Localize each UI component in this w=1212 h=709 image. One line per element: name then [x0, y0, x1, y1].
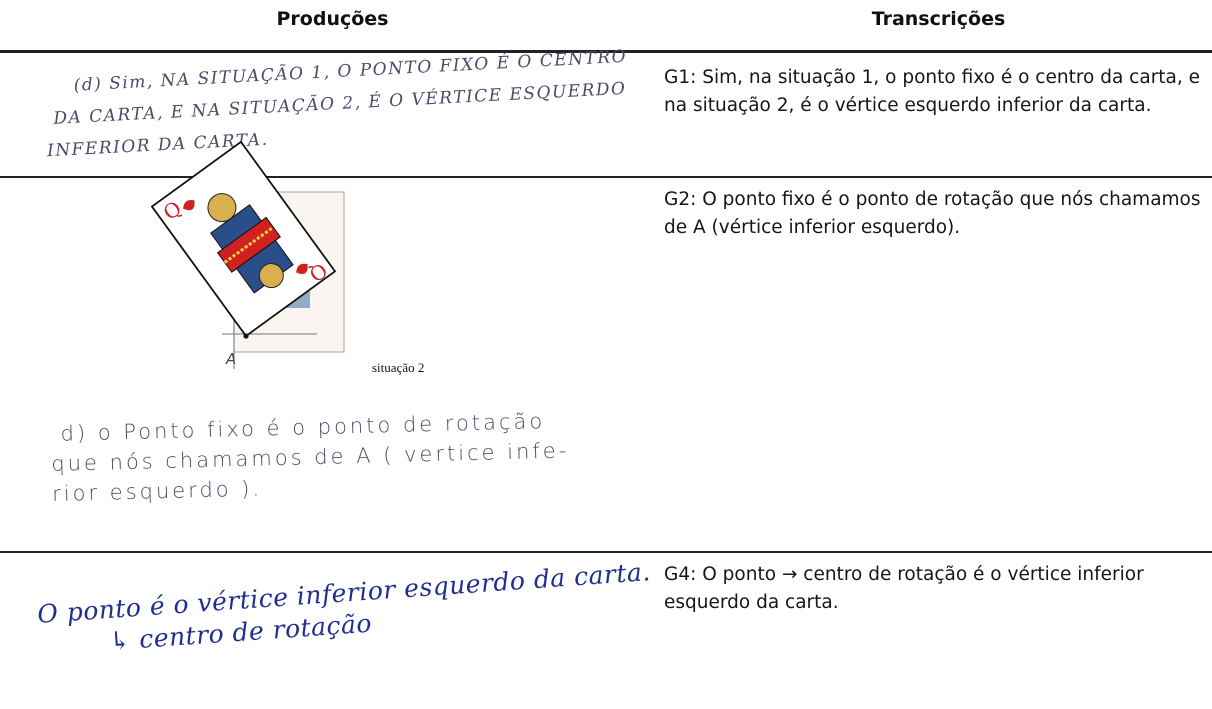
production-g2-handwriting: d) o Ponto fixo é o ponto de rotação que… [50, 396, 653, 522]
point-label-a: A [225, 350, 236, 368]
transcription-g1: G1: Sim, na situação 1, o ponto fixo é o… [664, 67, 1201, 116]
row-divider-2 [0, 551, 1212, 553]
header-rule [0, 50, 1212, 53]
handwritten-line: rior esquerdo ). [51, 476, 263, 506]
production-g1-handwriting: (d) Sim, NA SITUAÇÃO 1, O PONTO FIXO É O… [30, 22, 655, 174]
column-header-productions: Produções [276, 8, 389, 30]
production-g4-handwriting: O ponto é o vértice inferior esquerdo da… [35, 537, 661, 690]
figure-caption: situação 2 [372, 360, 424, 375]
card-rotation-diagram: Q Q Q A situação 2 [150, 140, 424, 375]
fixed-point-dot [243, 333, 249, 339]
column-header-transcriptions: Transcrições [871, 8, 1006, 30]
rotated-card-figure: Q Q Q A situação 2 [150, 140, 472, 384]
transcription-g4: G4: O ponto → centro de rotação é o vért… [664, 564, 1144, 613]
row-divider-1 [0, 176, 1212, 178]
handwritten-line: que nós chamamos de A ( vertice infe- [51, 438, 570, 476]
rotated-card: Q Q [150, 140, 337, 338]
transcription-g2: G2: O ponto fixo é o ponto de rotação qu… [664, 189, 1201, 238]
